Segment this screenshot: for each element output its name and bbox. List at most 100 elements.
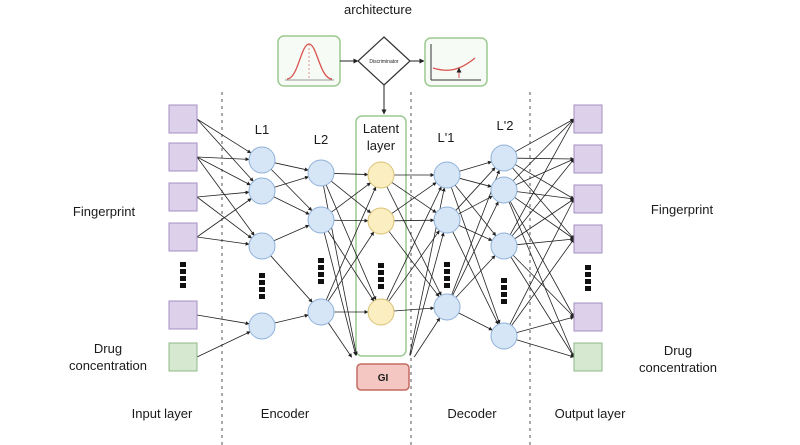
right-fingerprint-label: Fingerprint [651,202,714,217]
edge-latent-l1p [388,230,440,302]
edge-input-l1 [196,190,250,198]
edge-latent-l1p [393,306,435,312]
edge-l2-latent [325,186,377,301]
ellipsis-dot [378,263,384,268]
connections [196,118,575,358]
l1-node [248,232,276,260]
layer-label-latent-1: Latent [363,121,400,136]
discriminator-row: Discriminator [277,35,488,115]
ellipsis-dot [318,272,324,277]
edge-l1-l2 [274,175,309,188]
column-dividers [221,92,531,445]
ellipsis-dot [444,269,450,274]
input-node-drug [168,342,198,372]
input-node-fingerprint [168,104,198,134]
l2-prime-node [490,232,518,260]
left-fingerprint-label: Fingerprint [73,204,136,219]
l2-node [307,159,335,187]
discriminator-label: Discriminator [369,59,399,65]
ellipsis-dot [501,299,507,304]
edge-l2p-output [511,238,575,326]
edge-l2p-output [512,118,575,182]
output-node-fingerprint [573,302,603,332]
ellipsis-dots-icon [378,263,384,289]
edge-l2p-output [516,316,575,333]
ellipsis-dot [180,269,186,274]
edge-l1-l2 [270,168,313,212]
edge-l1p-l2p [455,167,496,211]
right-drug-label-2: concentration [639,360,717,375]
input-node-fingerprint [168,182,198,212]
l1-node [248,177,276,205]
edge-l2p-output [512,167,575,240]
latent-layer-box [355,115,407,357]
edge-l2p-output [516,237,575,246]
l1-prime-node [433,206,461,234]
ellipsis-dot [180,283,186,288]
ellipsis-dot [378,277,384,282]
edge-latent-l1p [393,218,435,223]
edge-l2-latent [325,184,377,301]
edge-latent-l1p [391,181,437,214]
edge-l2p-output [516,339,575,358]
ellipsis-dot [585,279,591,284]
edge-latent-l1p [386,186,442,296]
ellipsis-dot [180,276,186,281]
output-node-fingerprint [573,224,603,254]
layer-label-l1: L1 [255,122,269,137]
diagram-title: architecture [344,2,412,17]
edge-l2p-output [509,118,575,235]
edge-l1-l2 [270,255,313,303]
ellipsis-dot [259,280,265,285]
gi-node: GI [356,363,410,391]
edge-l2p-output [509,198,575,325]
l1-prime-node [433,293,461,321]
edge-l2-gi [327,322,353,358]
ellipsis-dot [444,262,450,267]
edge-l1-l2 [274,313,309,324]
edge-l2p-output [516,156,575,161]
edge-l2-gi [323,232,357,356]
ellipsis-dot [259,273,265,278]
edge-l2p-output [512,254,575,318]
ellipsis-dot [444,276,450,281]
bottom-label-output: Output layer [555,406,626,421]
edge-input-l1 [196,331,251,358]
ellipsis-dot [585,286,591,291]
edge-l2p-output [514,198,575,240]
input-node-fingerprint [168,142,198,172]
edge-input-l1 [196,118,254,182]
layer-label-latent-2: layer [367,138,396,153]
output-node-drug [573,342,603,372]
edge-l1p-l2p [452,231,499,325]
l2-prime-node [490,144,518,172]
layer-label-l2-prime: L'2 [497,118,514,133]
ellipsis-dot [444,283,450,288]
ellipsis-dots-icon [259,273,265,299]
left-drug-label-2: concentration [69,358,147,373]
ellipsis-dot [501,292,507,297]
input-node-fingerprint [168,300,198,330]
edge-latent-l1p [386,186,442,301]
edge-l2p-output [508,201,575,358]
edge-l2-latent [331,182,371,213]
l2-prime-node [490,176,518,204]
edge-l2p-output [516,191,575,201]
latent-node [367,161,395,189]
output-node-fingerprint [573,184,603,214]
latent-node [367,298,395,326]
ellipsis-dot [501,285,507,290]
edge-input-l1 [196,156,251,186]
edge-input-l1 [196,156,250,162]
ellipsis-dot [318,279,324,284]
edge-l2p-output [515,118,575,153]
ellipsis-dot [585,265,591,270]
edge-gi-l1p [413,317,441,358]
latent-node [367,207,395,235]
edge-latent-l1p [391,182,437,214]
edge-l1p-l2p [459,160,492,172]
ellipsis-dot [259,287,265,292]
bottom-label-decoder: Decoder [447,406,497,421]
ellipsis-dots-icon [501,278,507,304]
